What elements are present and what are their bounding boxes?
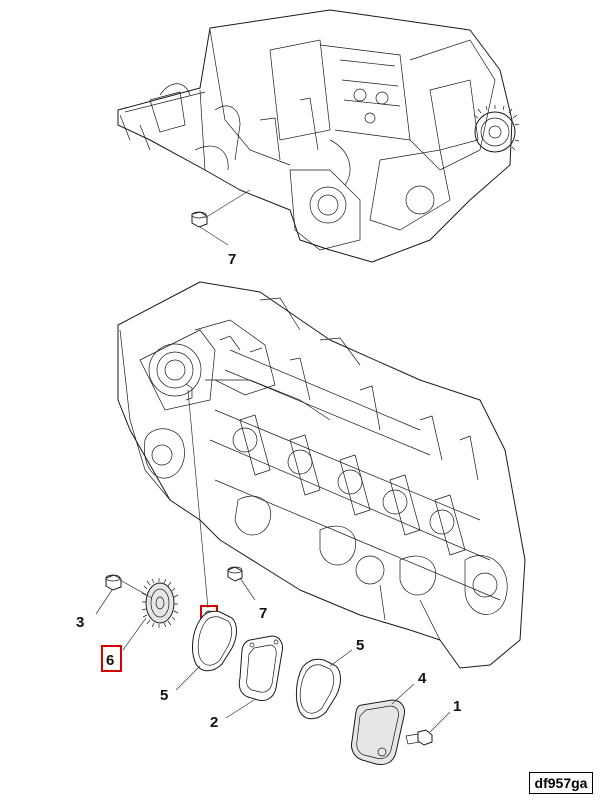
callout-4: 4 <box>418 670 427 687</box>
callout-3: 3 <box>76 614 84 631</box>
gasket-part-5-left <box>175 610 237 691</box>
engine-block-front <box>117 281 526 669</box>
callout-1: 1 <box>453 698 461 715</box>
nut-part-7-bottom <box>227 566 256 601</box>
highlight-box-6 <box>101 645 122 672</box>
cover-part-4 <box>351 683 415 765</box>
gear-part-6 <box>119 578 179 651</box>
callout-6: 6 <box>106 652 114 669</box>
plate-part-2 <box>225 635 283 719</box>
nut-part-3 <box>95 574 122 615</box>
callout-5-right: 5 <box>356 637 364 654</box>
callout-7-bottom: 7 <box>259 605 267 622</box>
callout-2: 2 <box>210 714 218 731</box>
engine-rear-view <box>117 9 520 263</box>
gasket-part-5-right <box>295 649 353 720</box>
bolt-part-1 <box>405 711 451 746</box>
figure-reference-code: df957ga <box>529 772 593 794</box>
callout-5-left: 5 <box>160 687 168 704</box>
callout-7-top: 7 <box>228 251 236 268</box>
nut-part-7-top <box>191 189 251 246</box>
